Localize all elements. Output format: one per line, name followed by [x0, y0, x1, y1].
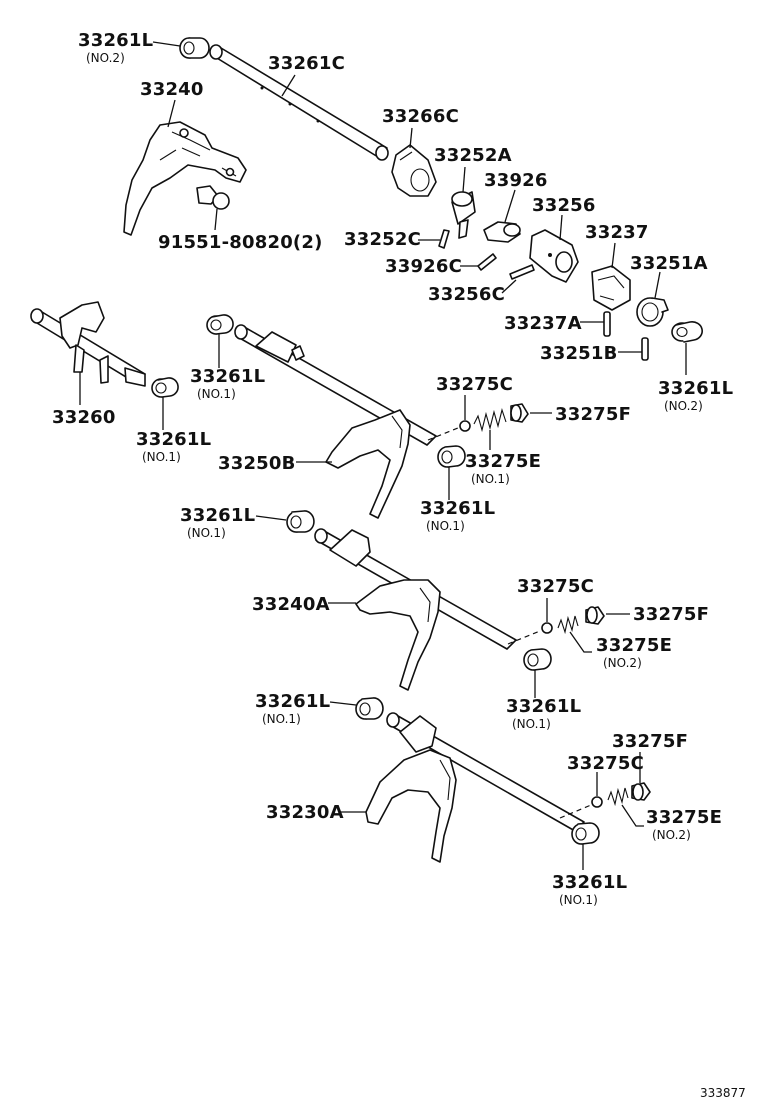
diagram-reference-number: 333877	[700, 1086, 746, 1100]
label-33261C: 33261C	[268, 53, 345, 74]
shift-fork-33230A	[365, 712, 585, 863]
ball-33275C-1	[459, 420, 471, 432]
pin-33237A	[603, 311, 611, 337]
label-33252A: 33252A	[434, 145, 512, 166]
part-33252A	[451, 191, 476, 239]
label-33261L-d: 33261L	[180, 505, 255, 526]
note-33261L-right: (NO.2)	[664, 399, 703, 413]
label-33230A: 33230A	[266, 802, 344, 823]
label-33251A: 33251A	[630, 253, 708, 274]
label-33275C-1: 33275C	[436, 374, 513, 395]
label-33275F-1: 33275F	[555, 404, 631, 425]
ball-33275C-2	[541, 622, 553, 634]
bushing-33261L-left	[151, 377, 179, 398]
ball-33275C-3	[591, 796, 603, 808]
label-33237: 33237	[585, 222, 649, 243]
label-33926: 33926	[484, 170, 548, 191]
bushing-33261L-right	[671, 321, 703, 343]
spring-33275E-2	[557, 615, 579, 635]
part-33251A	[636, 297, 669, 327]
note-33261L-g: (NO.1)	[559, 893, 598, 907]
note-33261L-top: (NO.2)	[86, 51, 125, 65]
plug-33275F-1	[510, 403, 529, 423]
label-33260: 33260	[52, 407, 116, 428]
part-33256	[529, 229, 579, 283]
pin-33256C	[509, 264, 535, 280]
bushing-33261L-upper	[206, 314, 234, 335]
label-33261L-g: 33261L	[552, 872, 627, 893]
note-33261L-e: (NO.1)	[512, 717, 551, 731]
pin-33252C	[438, 229, 450, 249]
part-33237	[591, 265, 631, 311]
label-33261L-top: 33261L	[78, 30, 153, 51]
bushing-33261L-bottom-right	[571, 822, 600, 845]
shift-head-33266C	[391, 144, 437, 197]
label-33275F-3: 33275F	[612, 731, 688, 752]
shift-rod-33260	[30, 301, 146, 387]
label-33261L-b: 33261L	[136, 429, 211, 450]
label-33237A: 33237A	[504, 313, 582, 334]
plug-33275F-3	[631, 782, 651, 801]
pin-33251B	[641, 337, 649, 361]
note-33261L-d: (NO.1)	[187, 526, 226, 540]
label-33275C-2: 33275C	[517, 576, 594, 597]
pin-33926C	[477, 253, 497, 271]
spring-33275E-1	[473, 408, 507, 433]
note-33275E-3: (NO.2)	[652, 828, 691, 842]
label-33261L-a: 33261L	[190, 366, 265, 387]
label-33256C: 33256C	[428, 284, 505, 305]
label-33275E-2: 33275E	[596, 635, 672, 656]
label-91551-80820: 91551-80820(2)	[158, 232, 323, 253]
label-33275F-2: 33275F	[633, 604, 709, 625]
label-33275E-3: 33275E	[646, 807, 722, 828]
bushing-33261L-mid	[437, 445, 466, 468]
label-33261L-right: 33261L	[658, 378, 733, 399]
bushing-33261L-top	[179, 37, 210, 59]
note-33261L-c: (NO.1)	[426, 519, 465, 533]
bushing-33261L-lower-right	[523, 648, 552, 671]
label-33240A: 33240A	[252, 594, 330, 615]
bushing-33261L-lower-left	[286, 510, 315, 533]
part-33926	[483, 221, 521, 243]
bushing-33261L-bottom-left	[355, 697, 384, 720]
label-33256: 33256	[532, 195, 596, 216]
note-33275E-2: (NO.2)	[603, 656, 642, 670]
label-33252C: 33252C	[344, 229, 421, 250]
shift-fork-33240A	[314, 528, 517, 691]
label-33275E-1: 33275E	[465, 451, 541, 472]
shift-rod-33261C	[209, 44, 389, 161]
label-33250B: 33250B	[218, 453, 296, 474]
plug-33275F-2	[585, 606, 605, 625]
label-33240: 33240	[140, 79, 204, 100]
note-33275E-1: (NO.1)	[471, 472, 510, 486]
label-33251B: 33251B	[540, 343, 618, 364]
spring-33275E-3	[607, 787, 629, 807]
label-33275C-3: 33275C	[567, 753, 644, 774]
shift-lever-33240	[123, 121, 247, 236]
label-33926C: 33926C	[385, 256, 462, 277]
label-33266C: 33266C	[382, 106, 459, 127]
note-33261L-a: (NO.1)	[197, 387, 236, 401]
bolt-91551-80820	[196, 185, 230, 210]
label-33261L-c: 33261L	[420, 498, 495, 519]
label-33261L-f: 33261L	[255, 691, 330, 712]
note-33261L-f: (NO.1)	[262, 712, 301, 726]
shift-fork-33250B	[234, 324, 437, 519]
note-33261L-b: (NO.1)	[142, 450, 181, 464]
label-33261L-e: 33261L	[506, 696, 581, 717]
